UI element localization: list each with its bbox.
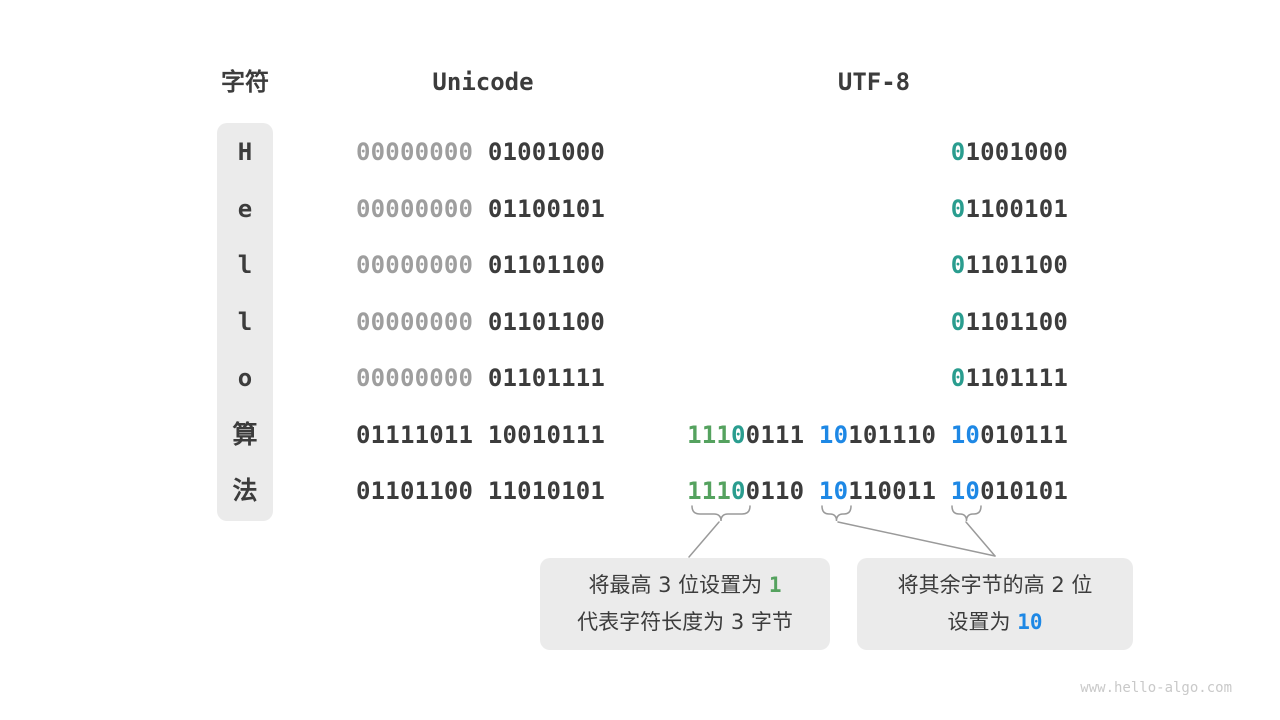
bit-segment: 01101100 [473, 251, 606, 279]
callout-line: 将其余字节的高 2 位 [898, 567, 1093, 604]
column-header-unicode: Unicode [432, 68, 534, 96]
bit-segment: 00000000 [356, 364, 474, 392]
bit-segment: 01101111 [473, 364, 606, 392]
bit-segment: 1101100 [965, 307, 1068, 336]
bit-segment: 111 [687, 420, 732, 449]
utf8-binary: 01101111 [951, 361, 1068, 395]
callout-line: 设置为 10 [948, 604, 1043, 641]
bit-segment: 00000000 [356, 307, 474, 336]
bit-segment: 0 [950, 251, 966, 279]
bit-segment: 1001000 [965, 138, 1068, 166]
bit-segment: 00000000 [356, 251, 474, 279]
character-cell: l [237, 251, 253, 279]
bit-segment: 110011 [848, 477, 951, 505]
bit-segment: 10 [818, 477, 849, 505]
callout-text: 将最高 3 位设置为 [588, 573, 769, 597]
connector-right-callout-a [837, 521, 996, 557]
bit-segment: 01001000 [473, 138, 606, 166]
callout-high-bits: 将最高 3 位设置为 1 代表字符长度为 3 字节 [540, 558, 830, 650]
bit-segment: 0 [950, 307, 966, 336]
utf8-binary: 11100110 10110011 10010101 [687, 474, 1068, 508]
bit-segment: 00000000 [356, 194, 474, 223]
character-cell: H [237, 138, 253, 166]
unicode-binary: 00000000 01101111 [356, 361, 605, 395]
callout-text: 代表字符长度为 3 字节 [577, 610, 793, 634]
bit-segment: 010101 [980, 477, 1068, 505]
underbrace-leading-bits [691, 505, 751, 522]
bit-segment: 01100101 [473, 194, 606, 223]
callout-highlight-green: 1 [768, 573, 782, 597]
bit-segment: 10 [818, 420, 849, 449]
bit-segment: 111 [687, 477, 732, 505]
unicode-binary: 01101100 11010101 [356, 474, 605, 508]
bit-segment: 0 [950, 194, 966, 223]
bit-segment: 0 [950, 364, 966, 392]
connector-left-callout [688, 521, 720, 558]
watermark: www.hello-algo.com [1080, 680, 1232, 696]
column-header-utf8: UTF-8 [837, 68, 911, 96]
bit-segment: 0 [731, 477, 746, 505]
bit-segment: 01101100 11010101 [356, 477, 606, 505]
callout-text: 将其余字节的高 2 位 [897, 573, 1093, 597]
bit-segment: 1100101 [965, 194, 1068, 223]
callout-line: 代表字符长度为 3 字节 [577, 604, 793, 641]
character-cell: e [237, 194, 253, 223]
bit-segment: 01101100 [473, 307, 606, 336]
character-cell: 法 [232, 476, 258, 505]
bit-segment: 0110 [745, 477, 819, 505]
underbrace-continuation-1 [821, 505, 852, 522]
column-header-char: 字符 [221, 68, 269, 96]
bit-segment: 0 [731, 420, 746, 449]
bit-segment: 01111011 10010111 [356, 420, 606, 449]
bit-segment: 101110 [848, 420, 951, 449]
bit-segment: 010111 [980, 420, 1068, 449]
character-column-panel [217, 123, 273, 521]
unicode-binary: 01111011 10010111 [356, 418, 605, 452]
unicode-binary: 00000000 01101100 [356, 248, 605, 282]
utf8-binary: 01101100 [951, 305, 1068, 339]
utf8-binary: 01001000 [951, 135, 1068, 169]
bit-segment: 0111 [745, 420, 819, 449]
bit-segment: 10 [950, 420, 981, 449]
bit-segment: 0 [950, 138, 966, 166]
unicode-binary: 00000000 01001000 [356, 135, 605, 169]
connector-right-callout-b [965, 521, 996, 557]
callout-line: 将最高 3 位设置为 1 [588, 567, 781, 604]
bit-segment: 00000000 [356, 138, 474, 166]
utf8-binary: 01100101 [951, 192, 1068, 226]
callout-highlight-blue: 10 [1017, 610, 1043, 634]
utf8-binary: 01101100 [951, 248, 1068, 282]
bit-segment: 1101100 [965, 251, 1068, 279]
utf8-binary: 11100111 10101110 10010111 [687, 418, 1068, 452]
unicode-binary: 00000000 01100101 [356, 192, 605, 226]
character-cell: o [237, 364, 253, 392]
callout-text: 设置为 [947, 610, 1018, 634]
character-cell: l [237, 307, 253, 336]
callout-continuation-bits: 将其余字节的高 2 位 设置为 10 [857, 558, 1133, 650]
character-cell: 算 [232, 419, 258, 449]
bit-segment: 10 [950, 477, 981, 505]
underbrace-continuation-2 [951, 505, 982, 522]
unicode-binary: 00000000 01101100 [356, 305, 605, 339]
bit-segment: 1101111 [965, 364, 1068, 392]
